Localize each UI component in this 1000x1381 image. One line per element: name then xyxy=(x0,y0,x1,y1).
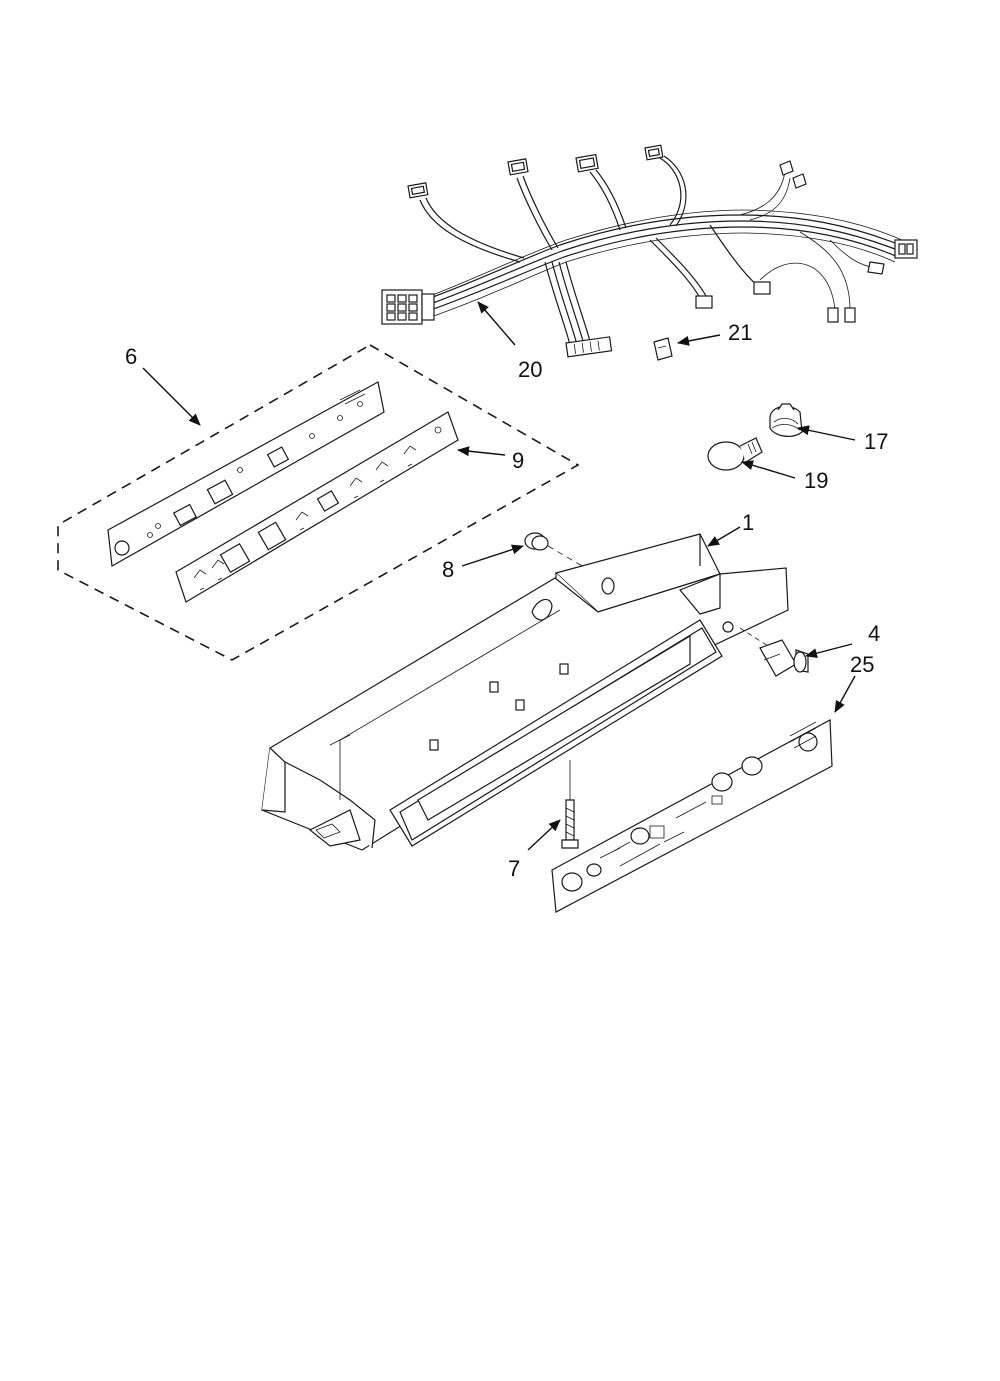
light-bulb-19 xyxy=(707,437,763,471)
part-21-clip xyxy=(653,337,673,361)
control-board-9 xyxy=(175,411,459,603)
callout-1: 1 xyxy=(742,510,754,535)
callout-4: 4 xyxy=(868,621,880,646)
callout-19: 19 xyxy=(804,468,828,493)
door-switch-4 xyxy=(739,627,809,677)
callout-7: 7 xyxy=(508,856,520,881)
callout-labels: 6 9 20 21 17 19 1 8 4 25 7 xyxy=(125,320,888,881)
screw-7 xyxy=(561,760,579,849)
callout-8: 8 xyxy=(442,557,454,582)
callout-25: 25 xyxy=(850,652,874,677)
control-board-assembly xyxy=(57,344,580,661)
light-socket-17 xyxy=(769,403,803,437)
callout-21: 21 xyxy=(728,320,752,345)
callout-6: 6 xyxy=(125,344,137,369)
wire-harness xyxy=(381,144,918,358)
callout-9: 9 xyxy=(512,448,524,473)
control-board-6 xyxy=(107,381,385,567)
control-overlay-25 xyxy=(551,719,833,913)
callout-17: 17 xyxy=(864,429,888,454)
leader-arrows xyxy=(142,301,856,851)
control-housing-1 xyxy=(261,533,789,851)
callout-20: 20 xyxy=(518,357,542,382)
